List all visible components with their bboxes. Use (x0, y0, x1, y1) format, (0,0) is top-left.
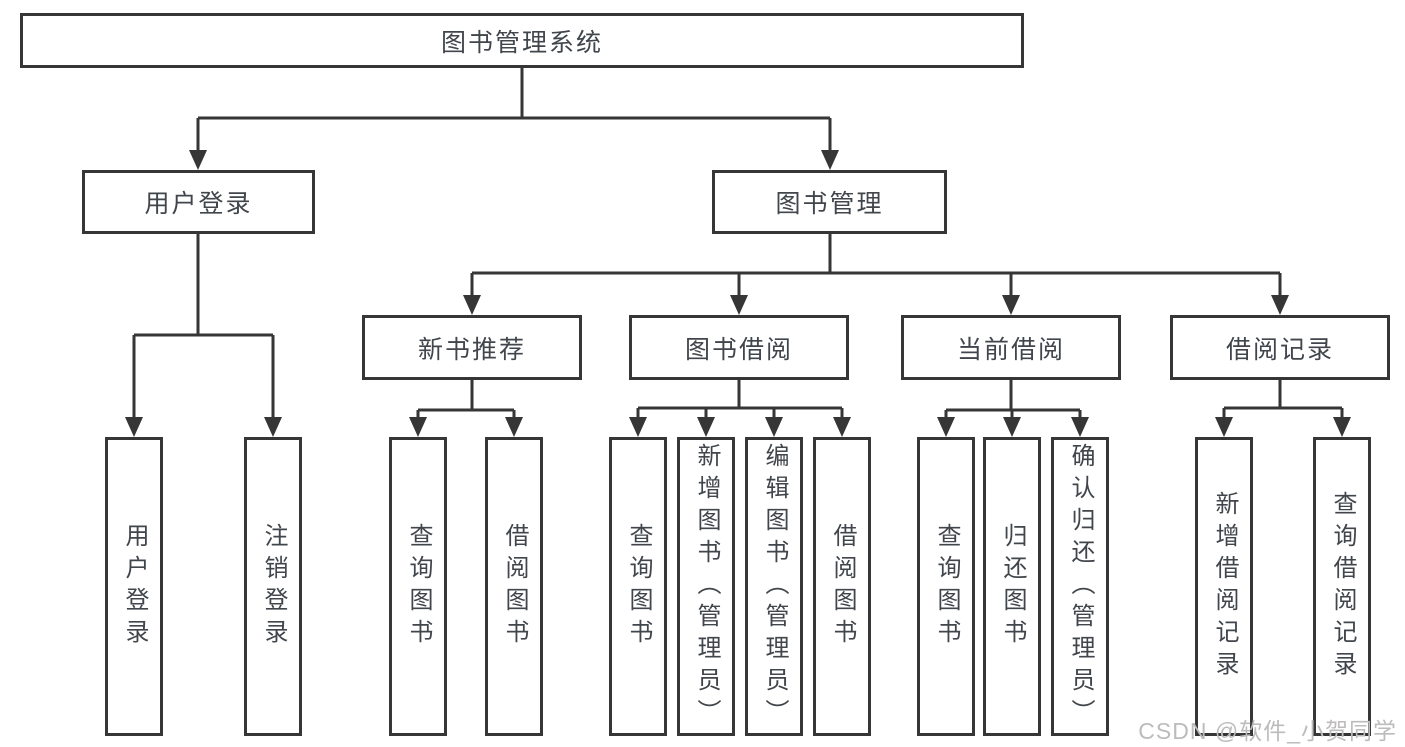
node-user-login: 用户登录 (82, 170, 315, 234)
arrowhead (125, 417, 143, 437)
arrowhead (730, 295, 748, 315)
arrowhead (463, 295, 481, 315)
node-leaf-add-borrow-record-label: 新增借阅记录 (1211, 490, 1238, 683)
node-leaf-add-book-label: 新增图书（管理员） (693, 442, 720, 731)
arrowhead (505, 417, 523, 437)
node-leaf-logout-label: 注销登录 (260, 522, 287, 651)
node-user-login-label: 用户登录 (144, 190, 253, 218)
csdn-watermark: CSDN @软件_小贺同学 (1138, 718, 1397, 744)
node-leaf-borrow-book-recommend: 借阅图书 (485, 437, 543, 736)
connector-lines (132, 68, 1344, 421)
arrowhead (821, 150, 839, 170)
node-leaf-add-book: 新增图书（管理员） (677, 437, 735, 736)
arrowhead (1215, 417, 1233, 437)
node-leaf-logout: 注销登录 (244, 437, 302, 736)
arrowhead (264, 417, 282, 437)
node-root-label: 图书管理系统 (440, 28, 603, 57)
node-leaf-query-book-recommend: 查询图书 (389, 437, 447, 736)
arrowhead (697, 417, 715, 437)
node-leaf-add-borrow-record: 新增借阅记录 (1195, 437, 1253, 736)
node-leaf-user-login: 用户登录 (105, 437, 163, 736)
node-leaf-query-book-current-label: 查询图书 (933, 522, 960, 651)
arrowheads (125, 150, 1351, 437)
node-borrow-records: 借阅记录 (1170, 315, 1390, 380)
node-leaf-query-book-current: 查询图书 (917, 437, 975, 736)
node-leaf-borrow-book-label: 借阅图书 (829, 522, 856, 651)
node-book-borrow: 图书借阅 (629, 315, 849, 380)
arrowhead (1003, 417, 1021, 437)
node-leaf-confirm-return: 确认归还（管理员） (1051, 437, 1109, 736)
arrowhead (937, 417, 955, 437)
node-leaf-query-book-borrow: 查询图书 (609, 437, 667, 736)
node-leaf-query-borrow-record: 查询借阅记录 (1313, 437, 1371, 736)
node-book-management-label: 图书管理 (775, 190, 884, 218)
node-current-borrow: 当前借阅 (901, 315, 1121, 380)
node-leaf-user-login-label: 用户登录 (121, 522, 148, 651)
node-leaf-edit-book: 编辑图书（管理员） (745, 437, 803, 736)
arrowhead (409, 417, 427, 437)
node-leaf-edit-book-label: 编辑图书（管理员） (761, 442, 788, 731)
node-root: 图书管理系统 (20, 13, 1024, 68)
node-book-management: 图书管理 (712, 170, 947, 234)
node-book-borrow-label: 图书借阅 (684, 335, 793, 364)
node-leaf-confirm-return-label: 确认归还（管理员） (1067, 442, 1094, 731)
node-current-borrow-label: 当前借阅 (956, 335, 1065, 364)
node-leaf-borrow-book: 借阅图书 (813, 437, 871, 736)
arrowhead (1002, 295, 1020, 315)
arrowhead (1071, 417, 1089, 437)
node-new-book-recommend: 新书推荐 (362, 315, 582, 380)
arrowhead (189, 150, 207, 170)
arrowhead (1333, 417, 1351, 437)
node-leaf-return-book: 归还图书 (983, 437, 1041, 736)
node-leaf-borrow-book-recommend-label: 借阅图书 (501, 522, 528, 651)
node-leaf-query-borrow-record-label: 查询借阅记录 (1329, 490, 1356, 683)
node-leaf-return-book-label: 归还图书 (999, 522, 1026, 651)
arrowhead (833, 417, 851, 437)
node-borrow-records-label: 借阅记录 (1225, 335, 1334, 364)
arrowhead (1271, 295, 1289, 315)
node-leaf-query-book-borrow-label: 查询图书 (625, 522, 652, 651)
node-leaf-query-book-recommend-label: 查询图书 (405, 522, 432, 651)
node-new-book-recommend-label: 新书推荐 (417, 335, 526, 364)
arrowhead (629, 417, 647, 437)
arrowhead (765, 417, 783, 437)
